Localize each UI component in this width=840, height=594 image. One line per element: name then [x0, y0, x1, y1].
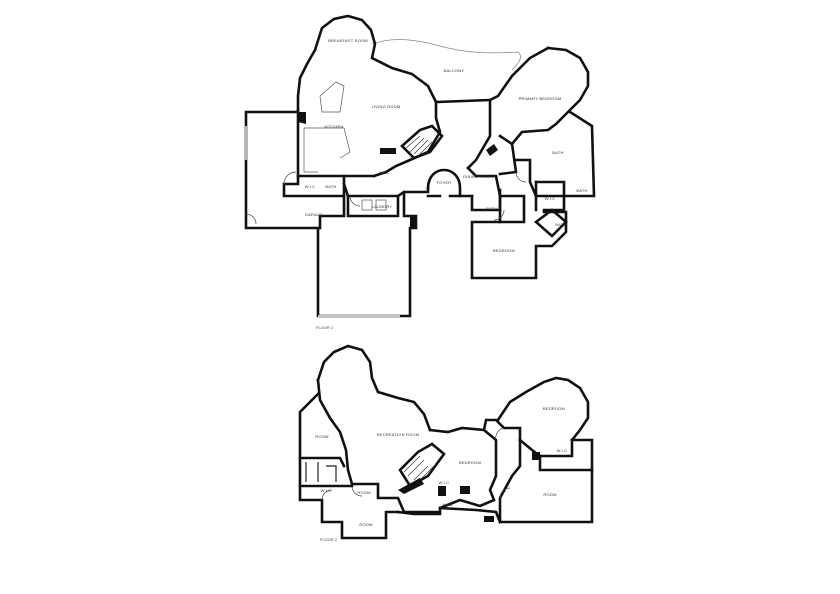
- room-label-recreation-room: RECREATION ROOM: [377, 432, 419, 437]
- room-label-wic-center: W.I.C: [439, 480, 450, 485]
- bedroom-wing-walls: [470, 208, 568, 280]
- bedroom-diag-walls: [533, 208, 568, 238]
- floor-2-stair: [398, 442, 446, 488]
- door-swing: [283, 171, 297, 185]
- recreation-room-walls: [316, 344, 432, 432]
- bedroom-bath-walls: [498, 194, 526, 224]
- recreation-lower-walls: [350, 482, 442, 514]
- wall-block: [438, 486, 446, 496]
- wall-block: [532, 452, 540, 460]
- door-swing: [495, 427, 505, 441]
- room-label-room-right: ROOM: [543, 492, 556, 497]
- room-label-primary-bedroom: PRIMARY BEDROOM: [519, 96, 562, 101]
- primary-bedroom-walls: [510, 46, 590, 146]
- right-wing-walls: [498, 438, 594, 524]
- room-label-wic-primary: W.I.C: [545, 196, 556, 201]
- floor-1-plan: BREAKFAST ROOM BALCONY LIVING ROOM KITCH…: [244, 14, 596, 330]
- room-left-walls: [298, 392, 400, 540]
- room-label-room-left: ROOM: [315, 434, 328, 439]
- garage-walls: [244, 110, 418, 318]
- laundry-appliance-2: [375, 199, 387, 211]
- room-label-bedroom-right: BEDROOM: [543, 406, 565, 411]
- door-swing: [499, 487, 511, 499]
- breakfast-room-walls: [313, 14, 438, 104]
- bedroom-center-closet: [482, 418, 522, 442]
- wall-block: [298, 112, 306, 124]
- wall-block: [486, 144, 498, 156]
- room-label-bath-primary-3: BATH: [555, 222, 566, 227]
- room-label-balcony: BALCONY: [444, 68, 465, 73]
- room-label-wic-right: W.I.C: [557, 448, 568, 453]
- room-left-inner: [298, 456, 354, 488]
- laundry-appliance: [361, 199, 373, 211]
- room-label-bath-primary-2: BATH: [576, 188, 587, 193]
- room-label-bath-bedroom: BATH: [486, 206, 497, 211]
- wall-block: [460, 486, 470, 494]
- room-label-foyer: FOYER: [437, 180, 452, 185]
- right-wic-walls: [538, 454, 594, 472]
- door-swing: [321, 489, 333, 501]
- room-label-breakfast-room: BREAKFAST ROOM: [328, 38, 368, 43]
- wall-block: [484, 516, 494, 522]
- floor-2-caption: FLOOR 2: [320, 537, 338, 542]
- room-label-garage: GARAGE: [305, 212, 323, 217]
- room-label-room-bottom: ROOM: [359, 522, 372, 527]
- wall-block: [410, 216, 416, 228]
- kitchen-outer-walls: [296, 48, 317, 112]
- door-swing: [351, 485, 363, 497]
- room-label-hall-floor2: HALL: [443, 502, 454, 507]
- room-label-wic-left: W.I.C: [321, 488, 332, 493]
- main-stair: [400, 124, 444, 160]
- room-label-laundry: LAUNDRY: [372, 204, 393, 209]
- room-label-dining-room: DINING ROOM: [463, 174, 493, 179]
- recreation-room-left-wall: [316, 378, 354, 486]
- floor-1-caption: FLOOR 1: [316, 325, 334, 330]
- room-label-hall: HALL: [379, 170, 390, 175]
- living-room-lower-wall: [372, 100, 442, 178]
- door-swing: [245, 213, 257, 225]
- kitchen-counter: [303, 127, 351, 173]
- wall-block: [380, 148, 396, 154]
- hall-walls: [342, 174, 430, 198]
- laundry-walls: [346, 194, 400, 218]
- room-left-closets: [305, 462, 337, 482]
- room-label-room-mid: ROOM: [357, 490, 370, 495]
- room-label-wic-hall: W.I.C: [305, 184, 316, 189]
- foyer-walls: [426, 168, 462, 198]
- bedroom-right-walls: [496, 376, 590, 442]
- wall-block: [398, 478, 424, 494]
- balcony-outline: [371, 39, 521, 71]
- room-label-bath-primary: BATH: [552, 150, 563, 155]
- room-label-bath-hall: BATH: [325, 184, 336, 189]
- door-swing: [493, 209, 505, 221]
- balcony-edge-wall: [434, 46, 550, 104]
- primary-inner-wall: [466, 98, 492, 170]
- garage-divider: [282, 174, 346, 230]
- room-label-living-room: LIVING ROOM: [372, 104, 401, 109]
- primary-closet-walls: [498, 134, 538, 212]
- door-swing: [349, 195, 361, 207]
- bedroom-center-walls: [428, 426, 498, 510]
- primary-wic-walls: [534, 180, 566, 212]
- room-label-kitchen: KITCHEN: [325, 124, 344, 129]
- room-label-bedroom-center: BEDROOM: [459, 460, 481, 465]
- hall-bottom-walls: [396, 506, 502, 524]
- floor-2-plan: BEDROOM ROOM RECREATION ROOM W.I.C BEDRO…: [298, 344, 594, 542]
- primary-bath-walls: [534, 110, 596, 198]
- door-swing: [515, 171, 527, 183]
- kitchen-island: [319, 81, 345, 113]
- room-label-bedroom: BEDROOM: [493, 248, 515, 253]
